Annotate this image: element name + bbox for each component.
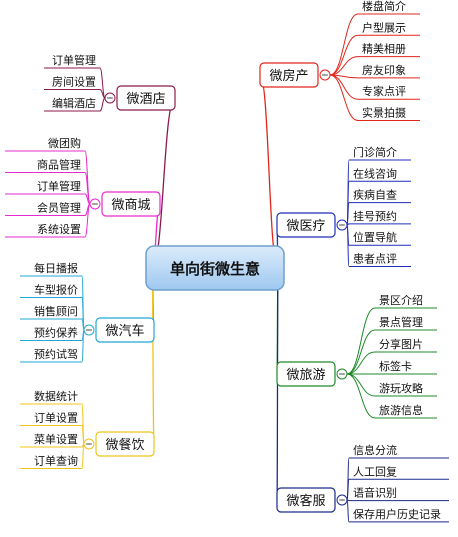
connector-line xyxy=(346,351,376,375)
leaf-item-estate[interactable]: 实景拍摄 xyxy=(362,106,406,120)
leaf-item-travel[interactable]: 标签卡 xyxy=(379,359,412,373)
connector-line xyxy=(346,329,376,375)
leaf-item-medical[interactable]: 门诊简介 xyxy=(353,145,397,159)
branch-node-service[interactable] xyxy=(276,487,336,513)
leaf-item-car[interactable]: 预约试驾 xyxy=(34,348,78,361)
branch-node-estate[interactable] xyxy=(259,62,319,88)
connector-line xyxy=(99,97,106,112)
leaf-item-medical[interactable]: 挂号预约 xyxy=(353,209,397,223)
leaf-item-medical[interactable]: 在线咨询 xyxy=(353,166,397,180)
connector-line xyxy=(329,74,359,100)
connector-line xyxy=(84,150,91,205)
leaf-item-travel[interactable]: 景点管理 xyxy=(379,315,423,329)
leaf-item-service[interactable]: 人工回复 xyxy=(353,464,397,478)
branch-label-estate: 微房产 xyxy=(269,68,308,84)
connector-line xyxy=(329,56,359,76)
branch-node-medical[interactable] xyxy=(276,212,336,238)
leaf-item-mall[interactable]: 微团购 xyxy=(48,136,81,150)
leaf-item-food[interactable]: 订单查询 xyxy=(34,454,78,468)
leaf-item-mall[interactable]: 商品管理 xyxy=(37,158,81,172)
branch-label-medical: 微医疗 xyxy=(286,219,325,234)
leaf-item-estate[interactable]: 楼盘简介 xyxy=(362,0,406,13)
leaf-item-service[interactable]: 语音识别 xyxy=(353,486,397,500)
connector-line xyxy=(346,373,376,419)
connector-line xyxy=(99,67,106,99)
connector-line xyxy=(329,34,359,76)
leaf-item-service[interactable]: 信息分流 xyxy=(353,443,397,457)
leaf-item-food[interactable]: 订单设置 xyxy=(34,412,78,425)
leaf-item-medical[interactable]: 疾病自查 xyxy=(353,188,397,202)
leaf-item-hotel[interactable]: 编辑酒店 xyxy=(52,96,96,110)
leaf-item-travel[interactable]: 景区介绍 xyxy=(379,293,423,307)
branch-label-travel: 微旅游 xyxy=(286,368,325,383)
leaf-item-food[interactable]: 数据统计 xyxy=(34,389,78,403)
leaf-item-travel[interactable]: 游玩攻略 xyxy=(379,381,423,395)
leaf-item-estate[interactable]: 户型展示 xyxy=(362,20,406,34)
branch-node-food[interactable] xyxy=(95,431,155,457)
branch-label-service: 微客服 xyxy=(286,493,325,509)
leaf-item-car[interactable]: 预约保养 xyxy=(34,326,78,340)
leaf-item-hotel[interactable]: 订单管理 xyxy=(52,53,96,67)
leaf-item-car[interactable]: 销售顾问 xyxy=(34,304,78,318)
branch-node-travel[interactable] xyxy=(276,361,336,387)
leaf-item-hotel[interactable]: 房间设置 xyxy=(52,76,96,89)
leaf-item-car[interactable]: 车型报价 xyxy=(34,283,78,297)
root-label: 单向街微生意 xyxy=(170,260,260,278)
branch-node-hotel[interactable] xyxy=(116,85,176,111)
leaf-item-travel[interactable]: 分享图片 xyxy=(379,337,423,351)
connector-line xyxy=(346,307,376,375)
leaf-item-service[interactable]: 保存用户历史记录 xyxy=(353,507,441,521)
branch-label-mall: 微商城 xyxy=(111,198,150,213)
root-node[interactable] xyxy=(145,245,285,291)
leaf-item-mall[interactable]: 系统设置 xyxy=(37,223,81,236)
leaf-item-mall[interactable]: 订单管理 xyxy=(37,179,81,193)
leaf-item-estate[interactable]: 专家点评 xyxy=(362,84,406,98)
connector-line xyxy=(259,74,279,269)
connector-line xyxy=(346,499,350,523)
connector-line xyxy=(81,443,85,469)
connector-line xyxy=(329,74,359,121)
connector-line xyxy=(151,267,155,445)
branch-node-car[interactable] xyxy=(95,317,155,343)
leaf-item-medical[interactable]: 患者点评 xyxy=(353,253,397,266)
leaf-item-estate[interactable]: 精美相册 xyxy=(362,43,406,56)
leaf-item-food[interactable]: 菜单设置 xyxy=(34,433,78,446)
leaf-item-car[interactable]: 每日播报 xyxy=(34,261,78,275)
leaf-item-travel[interactable]: 旅游信息 xyxy=(379,403,423,417)
connector-line xyxy=(84,203,91,238)
connector-line xyxy=(346,373,376,397)
branch-label-car: 微汽车 xyxy=(105,323,144,339)
branch-label-food: 微餐饮 xyxy=(105,437,144,453)
branch-node-mall[interactable] xyxy=(101,191,161,217)
branch-label-hotel: 微酒店 xyxy=(126,92,165,107)
leaf-item-estate[interactable]: 房友印象 xyxy=(362,63,406,77)
leaf-item-mall[interactable]: 会员管理 xyxy=(37,201,81,215)
leaf-item-medical[interactable]: 位置导航 xyxy=(353,230,397,244)
